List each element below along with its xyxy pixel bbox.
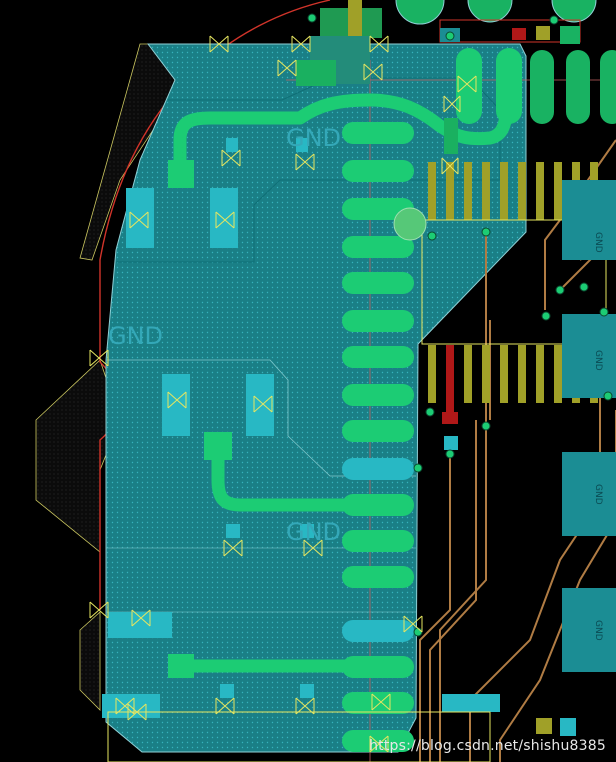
keepout-zone-bottom-left	[79, 611, 101, 711]
watermark-text: https://blog.csdn.net/shishu8385	[369, 738, 606, 754]
bottom-silk-outline	[107, 711, 491, 762]
component-markers	[89, 35, 477, 753]
net-label-gnd-bottom: GND	[286, 518, 341, 546]
gnd-pad-label-4: GND	[593, 620, 603, 641]
ic-red-pin	[446, 345, 454, 415]
right-red-pad	[442, 412, 458, 424]
smd-pads	[102, 138, 500, 718]
top-component	[296, 0, 382, 86]
top-right-red-pad	[512, 28, 526, 40]
vias	[307, 13, 613, 637]
gnd-pad-label-2: GND	[593, 350, 603, 371]
rf-pad-bottom-left	[168, 654, 194, 678]
net-label-gnd-left: GND	[108, 322, 163, 350]
pour-outline-inner-top	[116, 77, 501, 263]
bottom-right-yellow-pad	[536, 718, 552, 734]
ic-body-outline	[421, 219, 607, 345]
net-label-gnd-top: GND	[286, 124, 341, 152]
pour-outline-inner-mid	[106, 359, 416, 477]
castellated-pads	[342, 122, 414, 752]
gnd-pad-label-1: GND	[593, 232, 603, 253]
rf-pad-top-left	[168, 160, 194, 188]
rf-pad-mid-left	[204, 432, 232, 460]
test-point-circle	[393, 207, 427, 241]
top-right-yellow-pad	[536, 26, 550, 40]
top-right-circles	[395, 0, 597, 25]
top-right-green-pad	[560, 26, 580, 44]
gnd-pad-label-3: GND	[593, 484, 603, 505]
right-green-small-pad	[444, 118, 458, 154]
rf-traces	[173, 93, 513, 673]
right-gnd-pads	[562, 180, 616, 672]
bottom-right-cyan-pad	[560, 718, 576, 736]
